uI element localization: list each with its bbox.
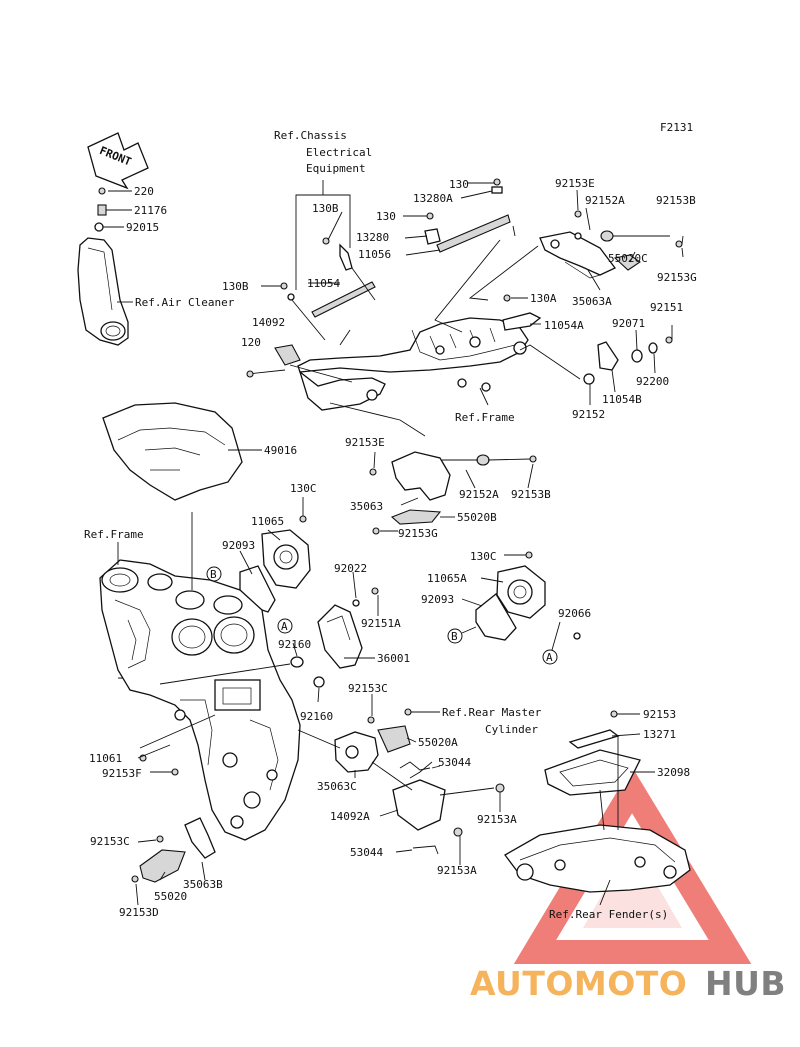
part-label-35063b: 35063B — [183, 878, 223, 891]
part-label-36001: 36001 — [377, 652, 410, 665]
part-label-130a: 130A — [530, 292, 557, 305]
callout-b-lower: B — [447, 628, 463, 644]
callout-b-upper: B — [206, 566, 222, 582]
part-label-35063c: 35063C — [317, 780, 357, 793]
part-label-13280a: 13280A — [413, 192, 453, 205]
bracket-35063 — [369, 451, 537, 535]
part-label-92071: 92071 — [612, 317, 645, 330]
part-label-55020: 55020 — [154, 890, 187, 903]
part-label-92153a-2: 92153A — [437, 864, 477, 877]
part-label-92200: 92200 — [636, 375, 669, 388]
part-label-130c-2: 130C — [470, 550, 497, 563]
part-label-130-a: 130 — [449, 178, 469, 191]
part-label-55020b: 55020B — [457, 511, 497, 524]
part-label-49016: 49016 — [264, 444, 297, 457]
svg-text:B: B — [210, 568, 217, 581]
part-label-92153a-1: 92153A — [477, 813, 517, 826]
part-label-53044-1: 53044 — [438, 756, 471, 769]
part-label-130-b: 130 — [376, 210, 396, 223]
part-label-92153c-2: 92153C — [90, 835, 130, 848]
watermark-wordmark: AUTOMOTO HUB — [470, 964, 786, 1003]
part-label-92022: 92022 — [334, 562, 367, 575]
ref-chassis-line2: Electrical — [306, 146, 372, 159]
part-label-92152a-1: 92152A — [585, 194, 625, 207]
ref-rear-master-line1: Ref.Rear Master — [442, 706, 542, 719]
part-label-11065: 11065 — [251, 515, 284, 528]
svg-text:B: B — [451, 630, 458, 643]
ref-frame-top: Ref.Frame — [455, 411, 515, 424]
part-label-92160-2: 92160 — [300, 710, 333, 723]
part-label-92153g-1: 92153G — [657, 271, 697, 284]
part-label-14092: 14092 — [252, 316, 285, 329]
ref-chassis-line3: Equipment — [306, 162, 366, 175]
part-label-92153b-2: 92153B — [511, 488, 551, 501]
part-label-220: 220 — [134, 185, 154, 198]
part-label-130c-1: 130C — [290, 482, 317, 495]
part-label-92151a: 92151A — [361, 617, 401, 630]
part-label-92066: 92066 — [558, 607, 591, 620]
part-label-32098: 32098 — [657, 766, 690, 779]
svg-text:A: A — [546, 651, 553, 664]
svg-text:A: A — [281, 620, 288, 633]
part-label-92015: 92015 — [126, 221, 159, 234]
part-label-92153e-2: 92153E — [345, 436, 385, 449]
part-label-92160-1: 92160 — [278, 638, 311, 651]
part-label-14092a: 14092A — [330, 810, 370, 823]
rear-fender-tray — [504, 710, 691, 893]
lower-left-bracket — [131, 754, 216, 883]
part-label-120: 120 — [241, 336, 261, 349]
part-label-92151: 92151 — [650, 301, 683, 314]
watermark-hub: HUB — [705, 964, 786, 1003]
cover-49016 — [102, 402, 262, 501]
part-label-130b-1: 130B — [312, 202, 339, 215]
part-label-130b-2: 130B — [222, 280, 249, 293]
part-label-92153: 92153 — [643, 708, 676, 721]
part-label-13280: 13280 — [356, 231, 389, 244]
ref-rear-master-line2: Cylinder — [485, 723, 538, 736]
part-label-92152a-2: 92152A — [459, 488, 499, 501]
part-label-92152: 92152 — [572, 408, 605, 421]
part-label-11061: 11061 — [89, 752, 122, 765]
watermark-automoto: AUTOMOTO — [470, 964, 687, 1003]
ref-air-cleaner: Ref.Air Cleaner — [135, 296, 235, 309]
part-label-13271: 13271 — [643, 728, 676, 741]
part-label-92093-2: 92093 — [421, 593, 454, 606]
part-label-21176: 21176 — [134, 204, 167, 217]
part-label-92153c-1: 92153C — [348, 682, 388, 695]
part-label-11056: 11056 — [358, 248, 391, 261]
part-label-11065a: 11065A — [427, 572, 467, 585]
callout-a-right: A — [542, 649, 558, 665]
rear-master-cylinder-bracket — [334, 708, 505, 855]
filter-plate-left — [239, 515, 311, 613]
bracket-36001 — [290, 587, 379, 688]
part-label-92153b-1: 92153B — [656, 194, 696, 207]
air-cleaner-duct — [77, 187, 133, 346]
figure-code: F2131 — [660, 121, 693, 134]
part-label-55020c: 55020C — [608, 252, 648, 265]
ref-chassis-line1: Ref.Chassis — [274, 129, 347, 142]
part-label-11054: 11054 — [307, 277, 340, 290]
callout-a-upper: A — [277, 618, 293, 634]
ref-rear-fender: Ref.Rear Fender(s) — [549, 908, 668, 921]
ref-frame-left: Ref.Frame — [84, 528, 144, 541]
part-label-11054b: 11054B — [602, 393, 642, 406]
part-label-92153g-2: 92153G — [398, 527, 438, 540]
part-label-55020a: 55020A — [418, 736, 458, 749]
part-label-11054a: 11054A — [544, 319, 584, 332]
part-label-35063: 35063 — [350, 500, 383, 513]
part-label-92093-1: 92093 — [222, 539, 255, 552]
part-label-92153d: 92153D — [119, 906, 159, 919]
front-arrow-icon: FRONT — [87, 132, 149, 190]
part-label-92153f: 92153F — [102, 767, 142, 780]
main-frame — [99, 559, 301, 841]
part-label-35063a: 35063A — [572, 295, 612, 308]
part-label-92153e-1: 92153E — [555, 177, 595, 190]
filter-plate-right — [475, 551, 546, 641]
part-label-53044-2: 53044 — [350, 846, 383, 859]
